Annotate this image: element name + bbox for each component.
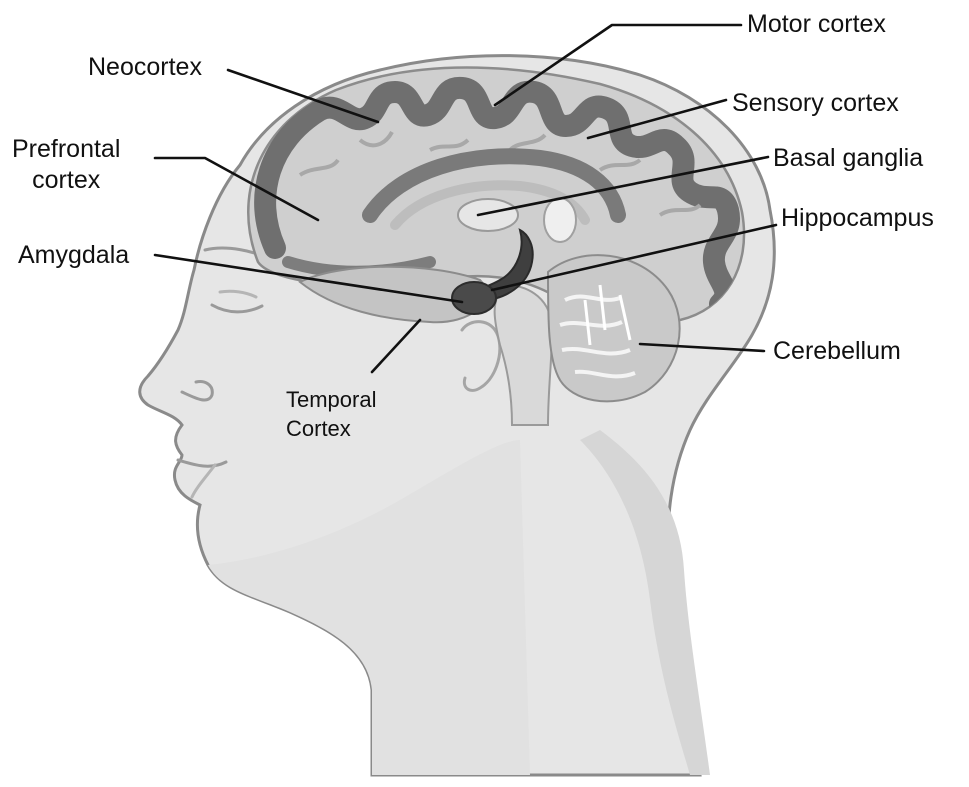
label-temporal-line1: Temporal: [286, 387, 377, 412]
leader-neocortex: [226, 68, 380, 124]
leader-prefrontal-cortex: [153, 156, 320, 222]
closed-eye: [210, 303, 264, 314]
leader-lines: [153, 23, 778, 374]
amygdala-shape: [451, 281, 497, 315]
label-sensory-cortex: Sensory cortex: [732, 89, 899, 117]
basal-ganglia-shape: [457, 198, 519, 232]
label-prefrontal-cortex: Prefrontal cortex: [12, 134, 120, 195]
nose: [180, 380, 214, 402]
brainstem: [493, 283, 554, 426]
label-prefrontal-line2: cortex: [32, 165, 101, 194]
leader-motor-cortex: [493, 23, 743, 107]
leader-cerebellum: [638, 342, 766, 353]
label-prefrontal-line1: Prefrontal: [12, 135, 121, 163]
leader-sensory-cortex: [586, 98, 728, 140]
label-neocortex: Neocortex: [88, 53, 202, 81]
label-hippocampus: Hippocampus: [781, 204, 934, 232]
label-temporal-cortex: Temporal Cortex: [286, 386, 376, 443]
label-amygdala: Amygdala: [18, 241, 130, 269]
label-motor-cortex: Motor cortex: [747, 10, 886, 38]
label-temporal-line2: Cortex: [286, 415, 351, 441]
leader-basal-ganglia: [476, 155, 770, 217]
leader-temporal-cortex: [370, 318, 422, 374]
ear: [460, 320, 502, 392]
leader-amygdala: [153, 253, 464, 304]
label-basal-ganglia: Basal ganglia: [773, 144, 924, 172]
face-features: [176, 246, 502, 499]
lips: [176, 458, 228, 468]
label-cerebellum: Cerebellum: [773, 337, 901, 365]
leader-hippocampus: [490, 223, 778, 292]
